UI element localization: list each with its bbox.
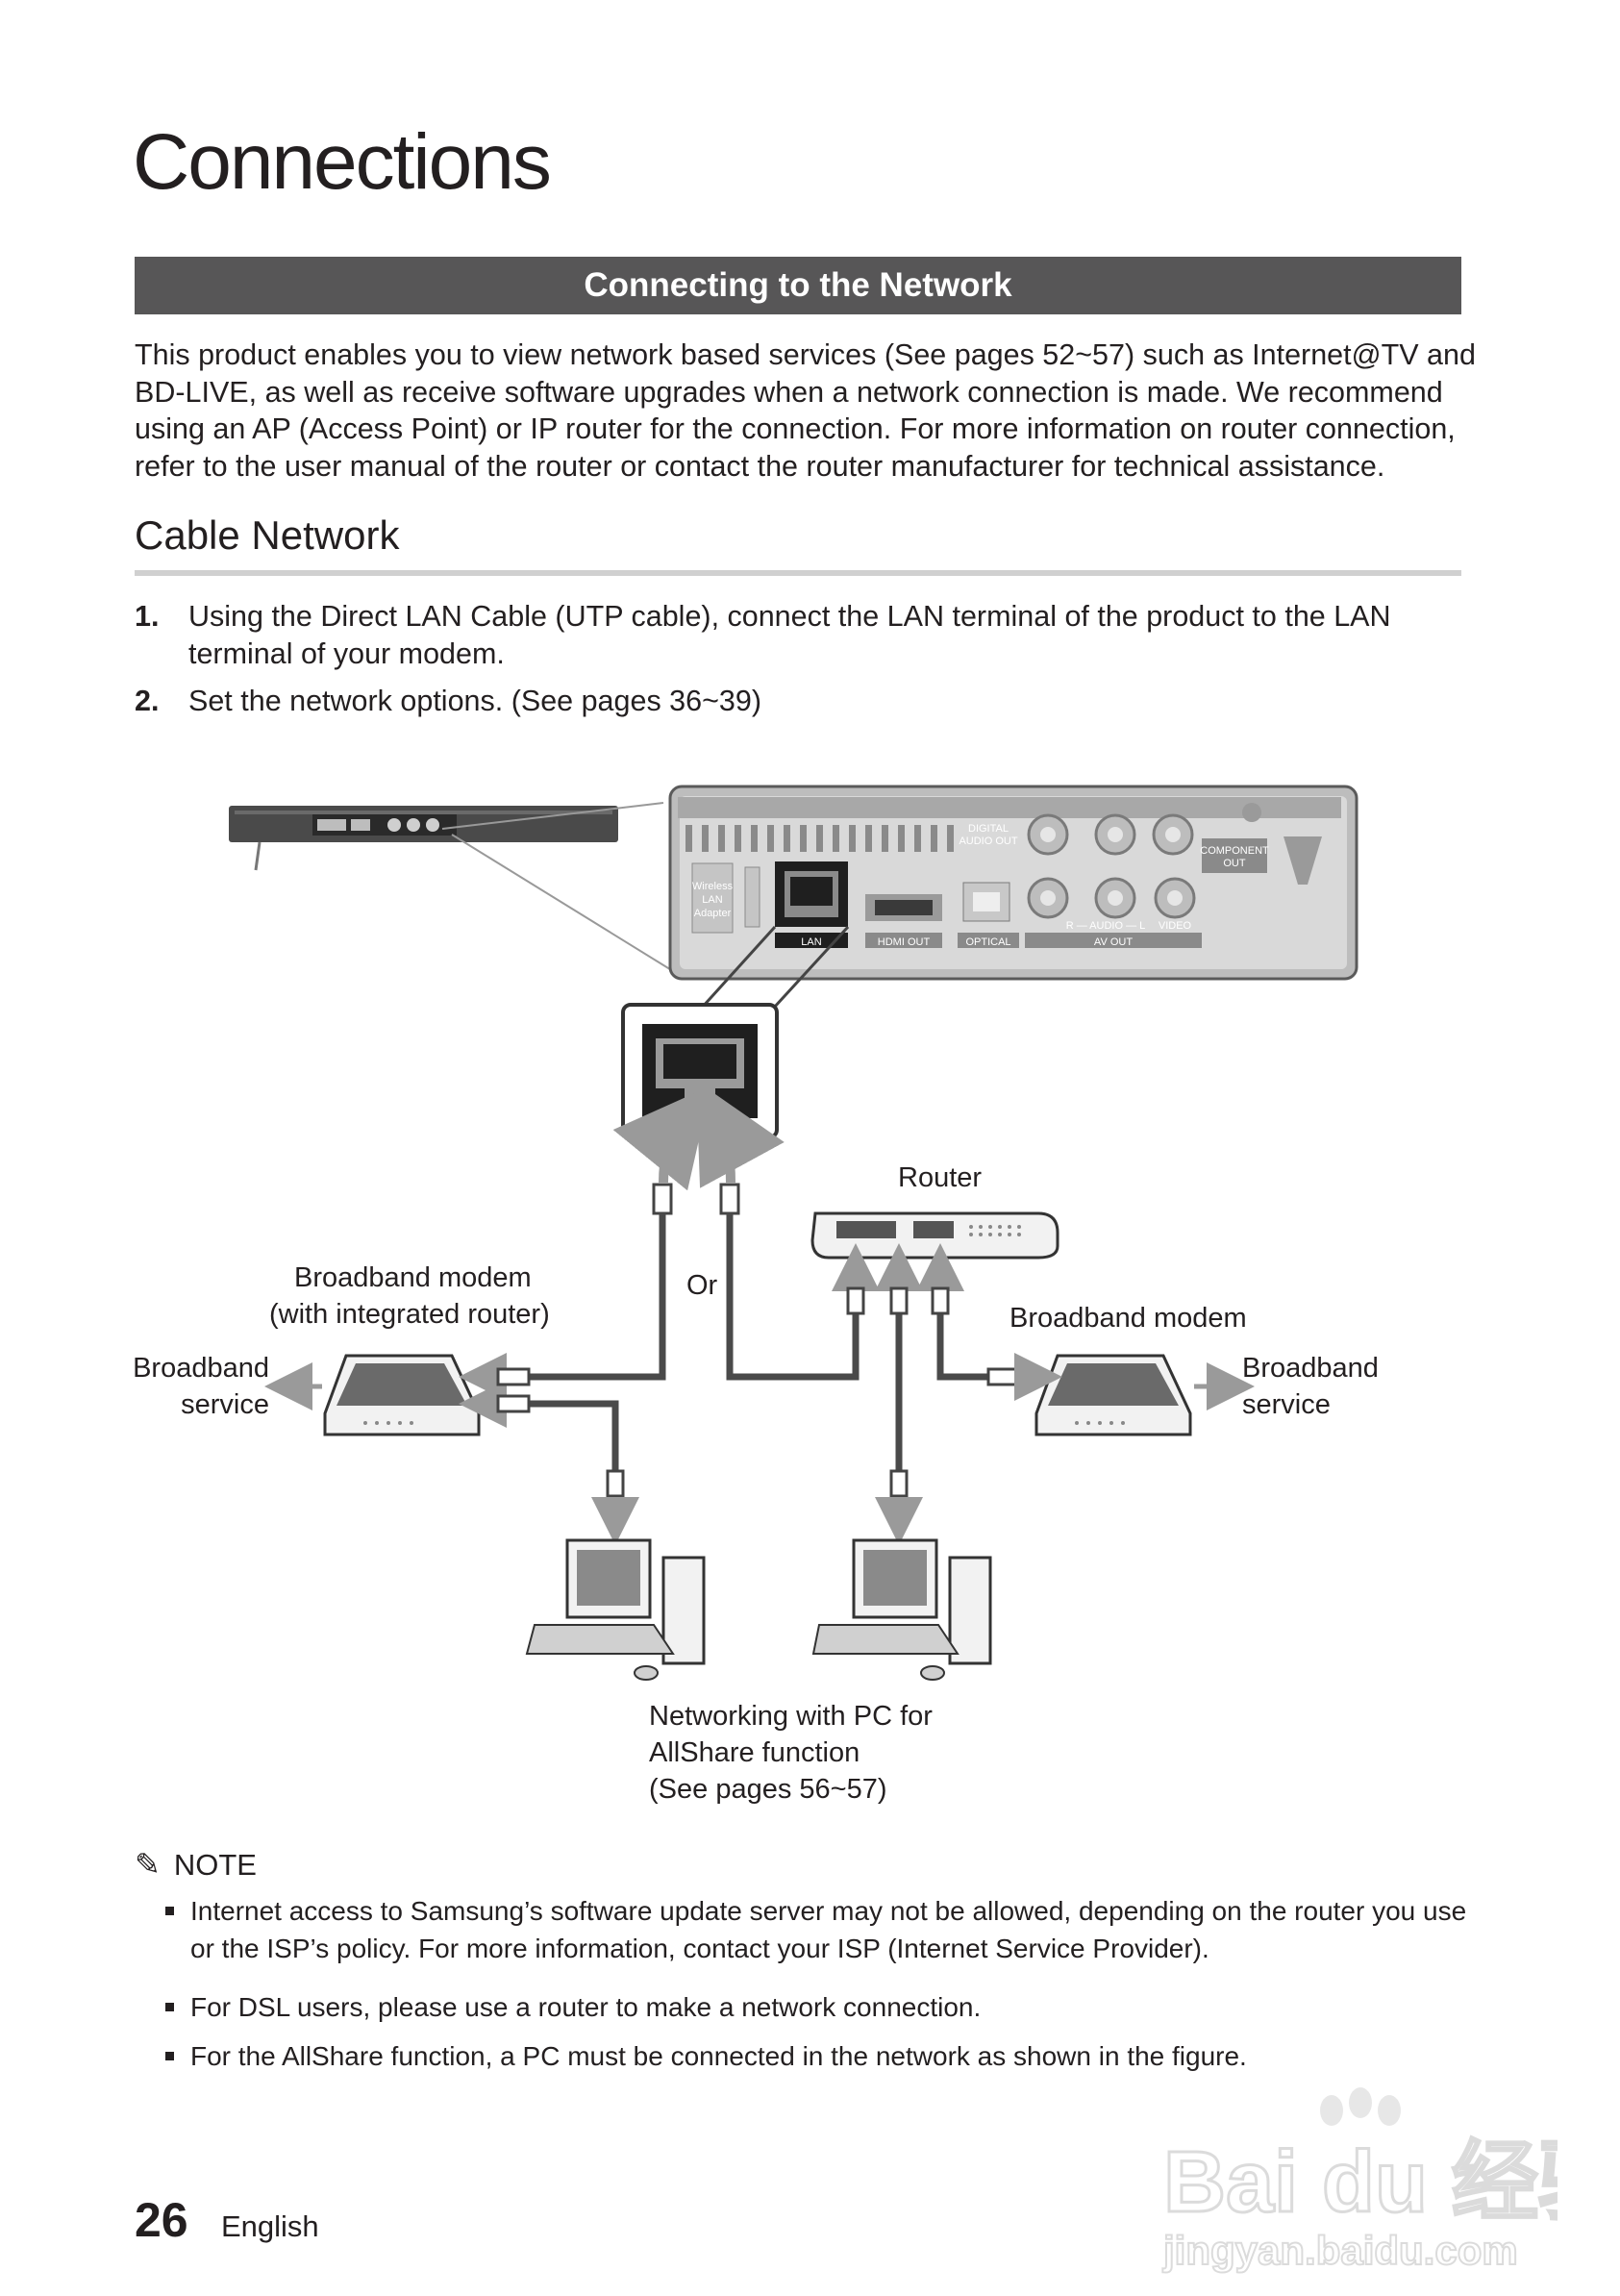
cable-plug-icon — [652, 1183, 740, 1215]
optical-label: OPTICAL — [965, 936, 1010, 948]
page-number: 26 — [135, 2193, 188, 2247]
bullet-icon — [165, 1907, 174, 1915]
heading-divider — [135, 570, 1461, 576]
desktop-pc-icon — [811, 1538, 992, 1681]
desktop-pc-icon — [525, 1538, 706, 1681]
modem-with-router-icon — [323, 1354, 481, 1436]
lan-port-label: LAN — [801, 936, 821, 948]
rear-panel-closeup: Wireless LAN Adapter LAN HDMI OUT DIGITA… — [668, 785, 1358, 981]
modem-label: Broadband modem — [1009, 1303, 1247, 1334]
component-label: COMPONENT — [1200, 845, 1269, 857]
pc-caption: (See pages 56~57) — [649, 1774, 887, 1805]
baidu-watermark-logo: Bai du 经验 jingyan.baidu.com — [1161, 2087, 1558, 2274]
cable-network-heading: Cable Network — [135, 512, 400, 558]
av-out-label: AV OUT — [1094, 936, 1133, 948]
note-heading-text: NOTE — [173, 1848, 257, 1882]
wireless-label: Wireless — [692, 881, 734, 892]
wireless-label: LAN — [702, 894, 722, 906]
step-text: Set the network options. (See pages 36~3… — [188, 685, 761, 717]
pencil-icon: ✎ — [135, 1847, 161, 1882]
step-2: 2. Set the network options. (See pages 3… — [135, 683, 1481, 721]
service-label-right: service — [1242, 1389, 1331, 1420]
router-icon — [810, 1211, 1059, 1260]
modem-integrated-label: (with integrated router) — [269, 1299, 550, 1330]
digital-label: AUDIO OUT — [959, 836, 1017, 847]
service-label-left: Broadband — [133, 1353, 269, 1384]
router-label: Router — [898, 1162, 982, 1193]
or-label: Or — [686, 1270, 718, 1301]
hdmi-label: HDMI OUT — [878, 936, 931, 948]
note-text: For DSL users, please use a router to ma… — [190, 1992, 982, 2022]
step-number: 1. — [135, 600, 160, 633]
pc-caption: AllShare function — [649, 1737, 860, 1768]
watermark-url: jingyan.baidu.com — [1162, 2228, 1518, 2273]
pc-caption: Networking with PC for — [649, 1701, 933, 1732]
audio-label: R — AUDIO — L — [1066, 920, 1146, 932]
service-label-right: Broadband — [1242, 1353, 1379, 1384]
note-text: Internet access to Samsung’s software up… — [190, 1896, 1467, 1963]
lan-cable — [527, 1213, 1009, 1471]
service-label-left: service — [181, 1389, 269, 1420]
note-item: Internet access to Samsung’s software up… — [165, 1893, 1469, 1967]
page-title: Connections — [133, 118, 552, 206]
wireless-label: Adapter — [694, 908, 732, 919]
video-label: VIDEO — [1159, 920, 1192, 932]
note-item: For DSL users, please use a router to ma… — [165, 1989, 1469, 2027]
lan-jack-closeup — [621, 1003, 779, 1139]
bullet-icon — [165, 2052, 174, 2060]
step-number: 2. — [135, 685, 160, 717]
section-heading: Connecting to the Network — [135, 257, 1461, 314]
watermark-text: Bai du 经验 — [1163, 2134, 1558, 2231]
note-text: For the AllShare function, a PC must be … — [190, 2041, 1247, 2071]
step-1: 1. Using the Direct LAN Cable (UTP cable… — [135, 598, 1481, 675]
page-language: English — [221, 2209, 319, 2243]
bluray-player-icon — [229, 802, 674, 972]
modem-icon — [1034, 1354, 1192, 1436]
bullet-icon — [165, 2003, 174, 2011]
network-connection-diagram: Wireless LAN Adapter LAN HDMI OUT DIGITA… — [133, 785, 1379, 1805]
digital-label: DIGITAL — [968, 823, 1009, 835]
modem-integrated-label: Broadband modem — [294, 1262, 532, 1293]
note-item: For the AllShare function, a PC must be … — [165, 2038, 1469, 2076]
step-text: Using the Direct LAN Cable (UTP cable), … — [188, 600, 1391, 670]
intro-paragraph: This product enables you to view network… — [135, 338, 1476, 483]
note-heading: ✎ NOTE — [135, 1846, 257, 1883]
component-label: OUT — [1223, 858, 1246, 869]
